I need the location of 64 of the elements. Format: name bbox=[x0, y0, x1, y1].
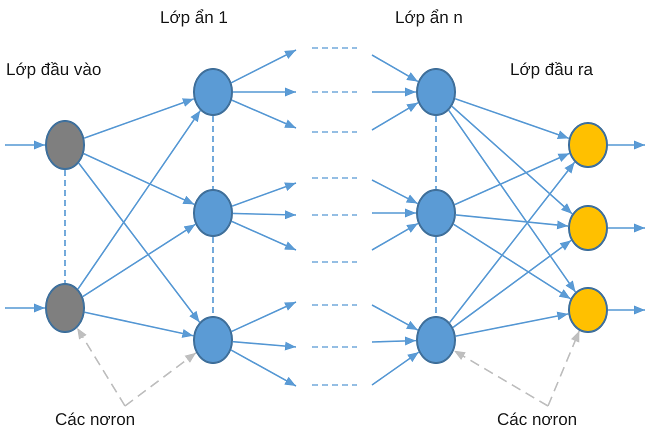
arrow bbox=[84, 98, 194, 139]
arrow bbox=[231, 49, 296, 84]
layer-label: Lớp đầu ra bbox=[510, 60, 593, 80]
arrow bbox=[5, 140, 45, 150]
arrow bbox=[232, 340, 296, 351]
neuron-circle bbox=[45, 283, 85, 333]
leader-arrow bbox=[454, 350, 548, 407]
arrow bbox=[456, 312, 568, 337]
arrow bbox=[78, 162, 200, 323]
leader-arrow bbox=[124, 352, 197, 407]
arrow bbox=[84, 311, 194, 338]
arrow bbox=[372, 336, 416, 346]
arrow bbox=[372, 208, 416, 218]
dashed-line bbox=[212, 116, 214, 189]
arrow bbox=[372, 351, 420, 386]
arrow bbox=[232, 99, 296, 129]
neuron-caption: Các nơron bbox=[55, 410, 136, 430]
neuron-circle bbox=[416, 316, 456, 364]
arrow bbox=[230, 349, 296, 387]
arrow bbox=[372, 222, 418, 251]
neuron-caption: Các nơron bbox=[497, 410, 578, 430]
arrow bbox=[372, 179, 418, 204]
neuron-circle bbox=[193, 316, 233, 364]
neuron-circle bbox=[416, 68, 456, 116]
arrow bbox=[372, 88, 416, 96]
arrow bbox=[608, 224, 645, 232]
arrow bbox=[83, 152, 195, 206]
arrow bbox=[233, 88, 296, 96]
dashed-line bbox=[435, 116, 437, 189]
arrow bbox=[231, 220, 296, 251]
dashed-line bbox=[435, 237, 437, 316]
arrow bbox=[608, 140, 645, 150]
arrow bbox=[372, 304, 418, 331]
arrow bbox=[77, 110, 201, 290]
dashed-line bbox=[212, 237, 214, 316]
neuron-circle bbox=[568, 287, 608, 333]
arrow bbox=[453, 224, 571, 300]
arrow bbox=[232, 182, 296, 207]
layer-label: Lớp ẩn 1 bbox=[160, 8, 228, 28]
arrow bbox=[452, 106, 573, 214]
arrow bbox=[454, 152, 570, 206]
neuron-circle bbox=[568, 122, 608, 168]
leader-arrow bbox=[547, 330, 580, 406]
arrow bbox=[372, 54, 418, 82]
neuron-circle bbox=[416, 189, 456, 237]
leader-arrow bbox=[76, 327, 126, 406]
arrow bbox=[456, 214, 568, 230]
neuron-circle bbox=[45, 120, 85, 170]
arrow bbox=[454, 98, 570, 140]
arrow bbox=[452, 240, 572, 328]
neuron-circle bbox=[568, 205, 608, 251]
layer-label: Lớp đầu vào bbox=[6, 60, 102, 80]
arrow bbox=[372, 102, 418, 131]
arrow bbox=[448, 110, 576, 293]
arrow bbox=[5, 304, 45, 312]
neuron-circle bbox=[193, 68, 233, 116]
neuron-circle bbox=[193, 189, 233, 237]
arrow bbox=[449, 162, 576, 323]
arrow bbox=[231, 301, 296, 332]
arrow bbox=[232, 210, 296, 220]
layer-label: Lớp ẩn n bbox=[395, 8, 463, 28]
arrow bbox=[608, 306, 645, 314]
dashed-line bbox=[64, 170, 66, 283]
arrow bbox=[82, 224, 196, 298]
